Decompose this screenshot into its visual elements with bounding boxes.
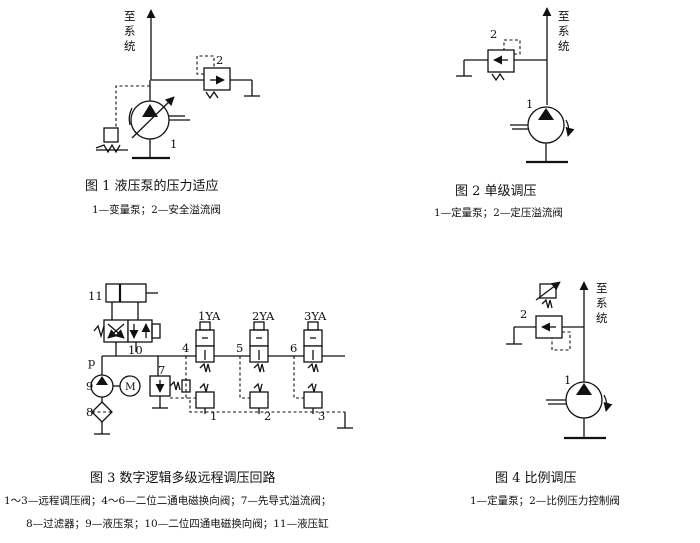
fig3-label-6: 6 [290, 341, 297, 355]
fig3-label-11: 11 [88, 289, 103, 303]
fig1-num-1: 1 [170, 137, 177, 151]
fig4-num-1: 1 [564, 373, 571, 387]
fig3-label-5: 5 [236, 341, 243, 355]
fig3-label-10: 10 [128, 343, 143, 357]
fig2-to-system-char: 至 [558, 9, 570, 23]
fig4-to-system-label: 至 系统 [596, 281, 611, 325]
fig2-legend: 1—定量泵；2—定压溢流阀 [434, 206, 563, 219]
fig2-num-1: 1 [526, 97, 533, 111]
fig4-proportional-valve [506, 281, 584, 351]
fig3-label-3ya: 3YA [304, 309, 327, 323]
fig3-legend-line2: 8—过滤器；9—液压泵；10—二位四通电磁换向阀；11—液压缸 [26, 517, 329, 530]
fig1-to-system-char: 系 [124, 24, 136, 38]
fig1-variable-pump-circuit: 至 系统 2 1 [95, 9, 260, 160]
fig3-label-7: 7 [158, 363, 165, 377]
fig2-caption: 图 2 单级调压 [455, 184, 537, 199]
fig2-relief-valve [487, 49, 515, 73]
fig3-caption: 图 3 数字逻辑多级远程调压回路 [90, 470, 276, 486]
fig4-proportional-circuit: 至 系统 2 1 [506, 281, 613, 440]
fig2-to-system-char: 系 [558, 24, 570, 38]
fig2-fixed-pump-circuit: 至 系统 2 1 [456, 7, 575, 164]
fig3-label-9: 9 [86, 379, 93, 393]
fig1-to-system-char: 至 [124, 9, 136, 23]
fig3-legend-line1: 1～3—远程调压阀；4～6—二位二通电磁换向阀；7—先导式溢流阀； [4, 494, 331, 507]
fig3-hydraulic-cylinder [105, 283, 158, 320]
fig1-legend: 1—变量泵；2—安全溢流阀 [92, 203, 221, 216]
fig4-num-2: 2 [520, 307, 527, 321]
fig4-to-system-char: 统 [596, 311, 608, 325]
fig3-label-1ya: 1YA [198, 309, 221, 323]
fig3-label-2ya: 2YA [252, 309, 275, 323]
fig2-fixed-pump [510, 106, 575, 164]
fig2-to-system-label: 至 系统 [558, 9, 573, 53]
fig1-relief-valve [203, 67, 231, 91]
fig3-pilot-relief-valve [149, 356, 345, 413]
fig3-label-8: 8 [86, 405, 93, 419]
fig3-label-4: 4 [182, 341, 189, 355]
fig1-to-system-label: 至 系统 [124, 9, 139, 53]
fig4-to-system-char: 系 [596, 296, 608, 310]
fig1-compensator [103, 127, 119, 143]
fig3-label-r2: 2 [264, 409, 271, 423]
fig2-num-2: 2 [490, 27, 497, 41]
fig3-label-motor: M [125, 381, 136, 393]
fig2-to-system-char: 统 [558, 39, 570, 53]
fig1-relief-pilot [196, 55, 215, 75]
fig3-filter [91, 401, 113, 435]
fig4-to-system-char: 至 [596, 281, 608, 295]
fig3-label-r1: 1 [210, 409, 217, 423]
fig1-num-2: 2 [216, 53, 223, 67]
fig4-legend: 1—定量泵；2—比例压力控制阀 [470, 494, 620, 507]
fig3-pump-and-motor [90, 356, 141, 402]
fig3-branch-1 [185, 321, 215, 414]
fig4-caption: 图 4 比例调压 [495, 471, 577, 486]
fig1-variable-pump [128, 80, 190, 160]
fig2-relief-pilot [503, 39, 521, 55]
fig3-label-p: p [88, 355, 95, 369]
fig1-compensator-spring [95, 143, 121, 154]
fig3-label-r3: 3 [318, 409, 325, 423]
fig3-branch-2 [239, 321, 269, 414]
fig1-to-system-char: 统 [124, 39, 136, 53]
fig1-caption: 图 1 液压泵的压力适应 [85, 178, 219, 194]
fig1-control-pilot-line [115, 85, 150, 128]
fig4-fixed-pump [546, 381, 613, 440]
fig3-directional-valve-4-2 [93, 319, 161, 356]
fig3-branch-3 [293, 321, 323, 414]
fig3-digital-multistage-circuit: 11 10 p 9 M 8 7 4 5 6 1YA 2YA 3YA 1 2 3 [86, 283, 353, 435]
